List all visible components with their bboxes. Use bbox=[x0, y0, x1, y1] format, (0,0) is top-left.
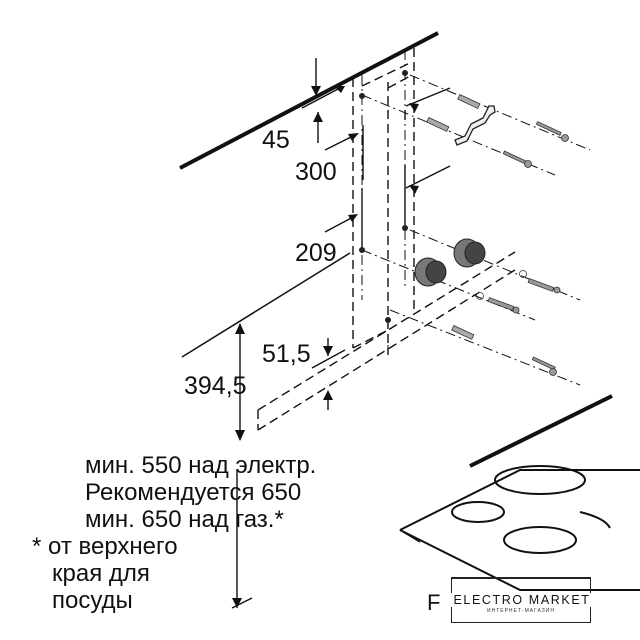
note-min-650-gas: мин. 650 над газ.* bbox=[85, 506, 284, 533]
note-footnote-1: * от верхнего bbox=[32, 533, 178, 560]
note-recommended-650: Рекомендуется 650 bbox=[85, 479, 302, 506]
damping-buffers bbox=[414, 238, 486, 287]
note-footnote-3: посуды bbox=[52, 587, 133, 614]
watermark-title: ELECTRO MARKET bbox=[447, 593, 597, 607]
figure-label: F bbox=[427, 590, 441, 615]
arrowheads bbox=[232, 86, 419, 608]
cooktop bbox=[399, 465, 640, 591]
dimension-51-5: 51,5 bbox=[262, 340, 311, 368]
watermark-subtitle: ИНТЕРНЕТ-МАГАЗИН bbox=[487, 608, 555, 614]
dimension-300: 300 bbox=[295, 158, 337, 186]
bracket bbox=[454, 105, 496, 146]
note-footnote-2: края для bbox=[52, 560, 150, 587]
wall-plugs bbox=[426, 94, 481, 340]
dimension-394-5: 394,5 bbox=[184, 372, 247, 400]
screws bbox=[476, 121, 569, 376]
lower-edge-line bbox=[181, 252, 351, 358]
worktop-line bbox=[469, 394, 613, 468]
note-min-550: мин. 550 над электр. bbox=[85, 452, 317, 479]
dimension-209: 209 bbox=[295, 239, 337, 267]
dimension-45: 45 bbox=[262, 126, 290, 154]
watermark-logo: ELECTRO MARKET ИНТЕРНЕТ-МАГАЗИН bbox=[447, 577, 597, 623]
ceiling-line bbox=[179, 31, 439, 170]
